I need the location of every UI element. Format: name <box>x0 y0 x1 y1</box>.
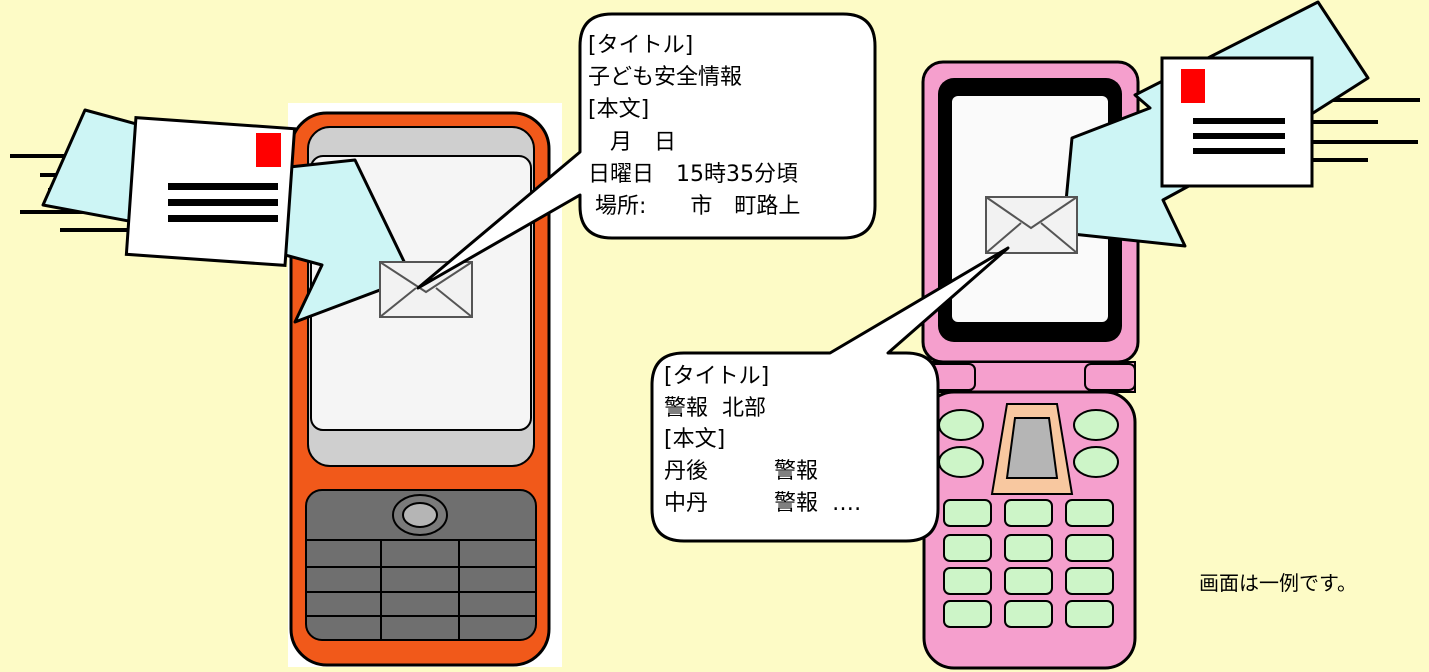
keypad-base <box>305 489 537 641</box>
left-bubble-line-6: 場所: 市 町路上 <box>588 194 800 219</box>
left-bubble-line-4: 月 日 <box>588 130 676 155</box>
right-screen-mail-icon <box>985 196 1078 254</box>
stamp-icon <box>256 133 281 167</box>
flip-number-keys <box>943 499 1114 628</box>
right-bubble-line-2: 警報 北部 <box>664 396 766 421</box>
right-bubble-line-5: 中丹 警報 ‥‥ <box>664 491 861 516</box>
bar-phone <box>288 103 562 667</box>
flip-key-right-bottom <box>1073 446 1119 478</box>
flip-key-right-top <box>1073 409 1119 441</box>
left-speech-bubble: [タイトル] 子ども安全情報 [本文] 月 日 日曜日 15時35分頃 場所: … <box>416 12 877 290</box>
left-bubble-line-2: 子ども安全情報 <box>588 65 742 90</box>
flip-key-left-top <box>938 409 984 441</box>
right-bubble-line-4: 丹後 警報 <box>664 459 818 484</box>
right-speech-bubble: [タイトル] 警報 北部 [本文] 丹後 警報 中丹 警報 ‥‥ <box>650 246 1010 543</box>
right-bubble-line-3: [本文] <box>664 427 725 452</box>
bar-phone-keypad <box>305 489 537 641</box>
left-mail-envelope-icon <box>124 116 297 268</box>
flip-key-left-bottom <box>938 446 984 478</box>
right-bubble-line-1: [タイトル] <box>664 364 769 389</box>
left-bubble-line-1: [タイトル] <box>588 33 693 58</box>
left-screen-mail-icon <box>379 261 473 318</box>
caption: 画面は一例です。 <box>1199 571 1357 595</box>
left-bubble-line-5: 日曜日 15時35分頃 <box>588 162 798 187</box>
left-bubble-line-3: [本文] <box>588 97 649 122</box>
right-mail-envelope-icon <box>1160 56 1314 188</box>
stamp-icon <box>1181 69 1205 103</box>
